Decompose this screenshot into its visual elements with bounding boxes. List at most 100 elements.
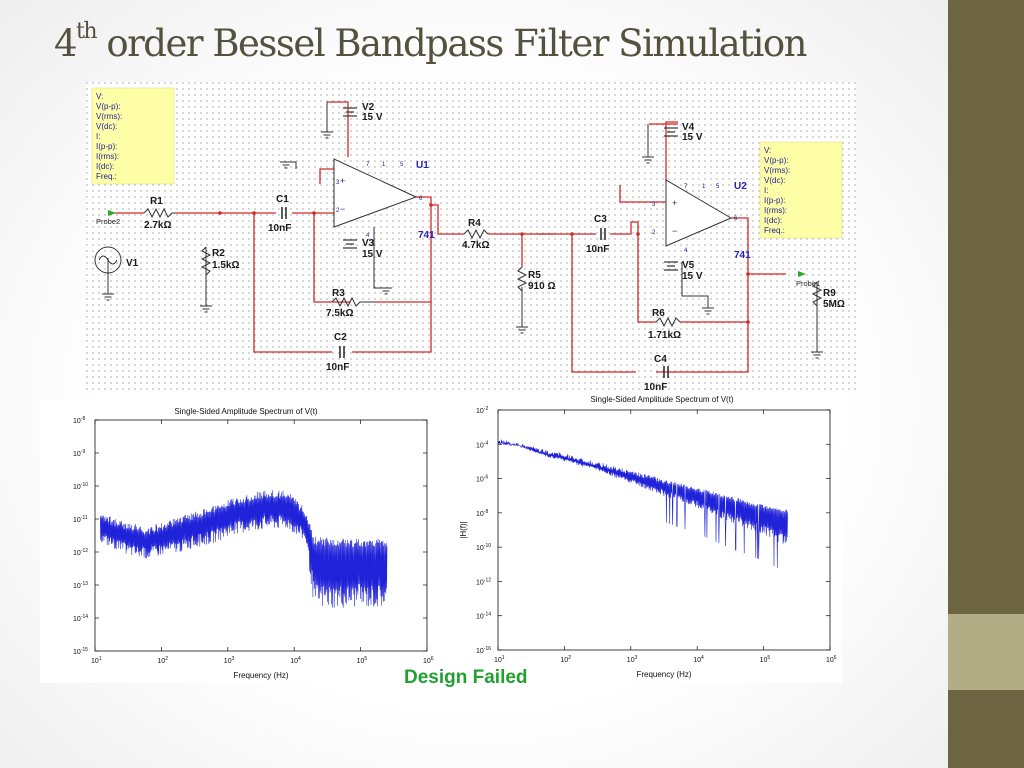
y-tick-label: 10-16 xyxy=(476,646,491,655)
ground-symbol xyxy=(321,131,333,139)
x-tick-label: 101 xyxy=(91,656,102,665)
probe1: Probe1 xyxy=(796,271,820,288)
label-c4-value: 10nF xyxy=(644,382,667,392)
pin-label: 2 xyxy=(652,230,656,236)
resistor-r9 xyxy=(811,281,823,307)
plot-xlabel: Frequency (Hz) xyxy=(233,671,288,680)
pin-label: 5 xyxy=(716,184,720,190)
label-v3-value: 15 V xyxy=(362,249,383,260)
probe-panel-right-line: I(p-p): xyxy=(764,196,785,205)
resistor-r1 xyxy=(143,207,176,219)
pin-label: 4 xyxy=(366,233,370,239)
label-u1-name: U1 xyxy=(416,160,429,171)
y-tick-label: 10-6 xyxy=(476,475,488,484)
svg-text:+: + xyxy=(672,198,677,208)
y-tick-label: 10-8 xyxy=(73,416,85,425)
status-text: Design Failed xyxy=(404,667,528,688)
label-v4-value: 15 V xyxy=(682,132,703,143)
x-tick-label: 104 xyxy=(290,656,301,665)
plot-xlabel: Frequency (Hz) xyxy=(636,670,691,679)
label-v2-name: V2 xyxy=(362,102,375,113)
probe-panel-left-line: V(rms): xyxy=(96,112,122,121)
label-r2-name: R2 xyxy=(212,248,225,259)
title-superscript: th xyxy=(76,19,98,44)
capacitor-c2 xyxy=(339,346,345,358)
ground-symbol xyxy=(702,307,714,315)
svg-text:−: − xyxy=(672,226,677,236)
label-r1-value: 2.7kΩ xyxy=(144,220,171,231)
label-v5-value: 15 V xyxy=(682,271,703,282)
x-tick-label: 105 xyxy=(357,656,368,665)
probe-panel-left-line: I(p-p): xyxy=(96,142,117,151)
label-c2-value: 10nF xyxy=(326,362,349,373)
label-u2-part: 741 xyxy=(734,250,751,261)
label-u2-name: U2 xyxy=(734,181,747,192)
ground-symbol xyxy=(642,156,654,164)
plot-title: Single-Sided Amplitude Spectrum of V(t) xyxy=(174,407,318,416)
label-r5-value: 910 Ω xyxy=(528,281,555,292)
probe-panel-left: V: V(p-p): V(rms): V(dc): I: I(p-p): I(r… xyxy=(91,87,175,185)
x-tick-label: 102 xyxy=(560,655,571,664)
pin-label: 6 xyxy=(419,196,423,202)
resistor-r3 xyxy=(331,296,374,308)
x-tick-label: 103 xyxy=(224,656,235,665)
y-tick-label: 10-14 xyxy=(476,612,491,621)
x-tick-label: 103 xyxy=(627,655,638,664)
capacitor-c1 xyxy=(281,207,287,219)
resistor-r5 xyxy=(516,266,528,292)
dc-source-v4 xyxy=(664,127,678,137)
y-tick-label: 10-4 xyxy=(476,440,488,449)
probe-panel-right-line: I(rms): xyxy=(764,206,787,215)
ground-wires xyxy=(107,102,818,352)
probe-panel-right-line: V(p-p): xyxy=(764,156,788,165)
junction-dots xyxy=(218,203,750,324)
capacitor-c3 xyxy=(600,228,606,240)
probe1-label: Probe1 xyxy=(796,279,820,288)
y-tick-label: 10-13 xyxy=(73,581,88,590)
probe-panel-right: V: V(p-p): V(rms): V(dc): I: I(p-p): I(r… xyxy=(759,141,843,239)
pin-label: 1 xyxy=(702,184,706,190)
y-tick-label: 10-12 xyxy=(476,577,491,586)
label-r6-value: 1.71kΩ xyxy=(648,330,681,341)
label-c1-value: 10nF xyxy=(268,223,291,234)
pin-label: 7 xyxy=(366,162,370,168)
pin-label: 1 xyxy=(382,162,386,168)
probe-panel-left-line: Freq.: xyxy=(96,172,117,181)
title-text: order Bessel Bandpass Filter Simulation xyxy=(96,22,807,65)
resistor-r2 xyxy=(200,246,212,276)
resistor-r6 xyxy=(655,316,681,328)
label-r3-value: 7.5kΩ xyxy=(326,308,353,319)
capacitor-c4 xyxy=(663,366,669,378)
probe-panel-right-line: V(dc): xyxy=(764,176,785,185)
x-tick-label: 104 xyxy=(693,655,704,664)
label-r2-value: 1.5kΩ xyxy=(212,260,239,271)
x-tick-label: 106 xyxy=(826,655,837,664)
label-c1-name: C1 xyxy=(276,194,289,205)
label-r6-name: R6 xyxy=(652,308,665,319)
title-number: 4 xyxy=(54,22,78,65)
pin-label: 3 xyxy=(652,202,656,208)
y-tick-label: 10-9 xyxy=(73,449,85,458)
probe-panel-left-line: V(p-p): xyxy=(96,102,120,111)
label-r4-value: 4.7kΩ xyxy=(462,240,489,251)
probe2-label: Probe2 xyxy=(96,217,120,226)
ground-symbol xyxy=(516,326,528,334)
label-v1-name: V1 xyxy=(126,258,139,269)
pin-label: 7 xyxy=(684,184,688,190)
dc-source-v5 xyxy=(664,261,678,271)
label-c3-name: C3 xyxy=(594,214,607,225)
probe-panel-right-line: I: xyxy=(764,186,768,195)
x-tick-label: 106 xyxy=(423,656,434,665)
opamp-u2: + − xyxy=(665,179,733,247)
dc-source-v3 xyxy=(343,239,357,249)
opamp-u1: + − xyxy=(333,158,418,228)
y-tick-label: 10-10 xyxy=(476,543,491,552)
label-r1-name: R1 xyxy=(150,196,163,207)
label-v4-name: V4 xyxy=(682,122,695,133)
y-tick-label: 10-10 xyxy=(73,482,88,491)
label-c3-value: 10nF xyxy=(586,244,609,255)
dc-source-v2 xyxy=(343,107,357,117)
ground-symbol xyxy=(280,161,292,169)
